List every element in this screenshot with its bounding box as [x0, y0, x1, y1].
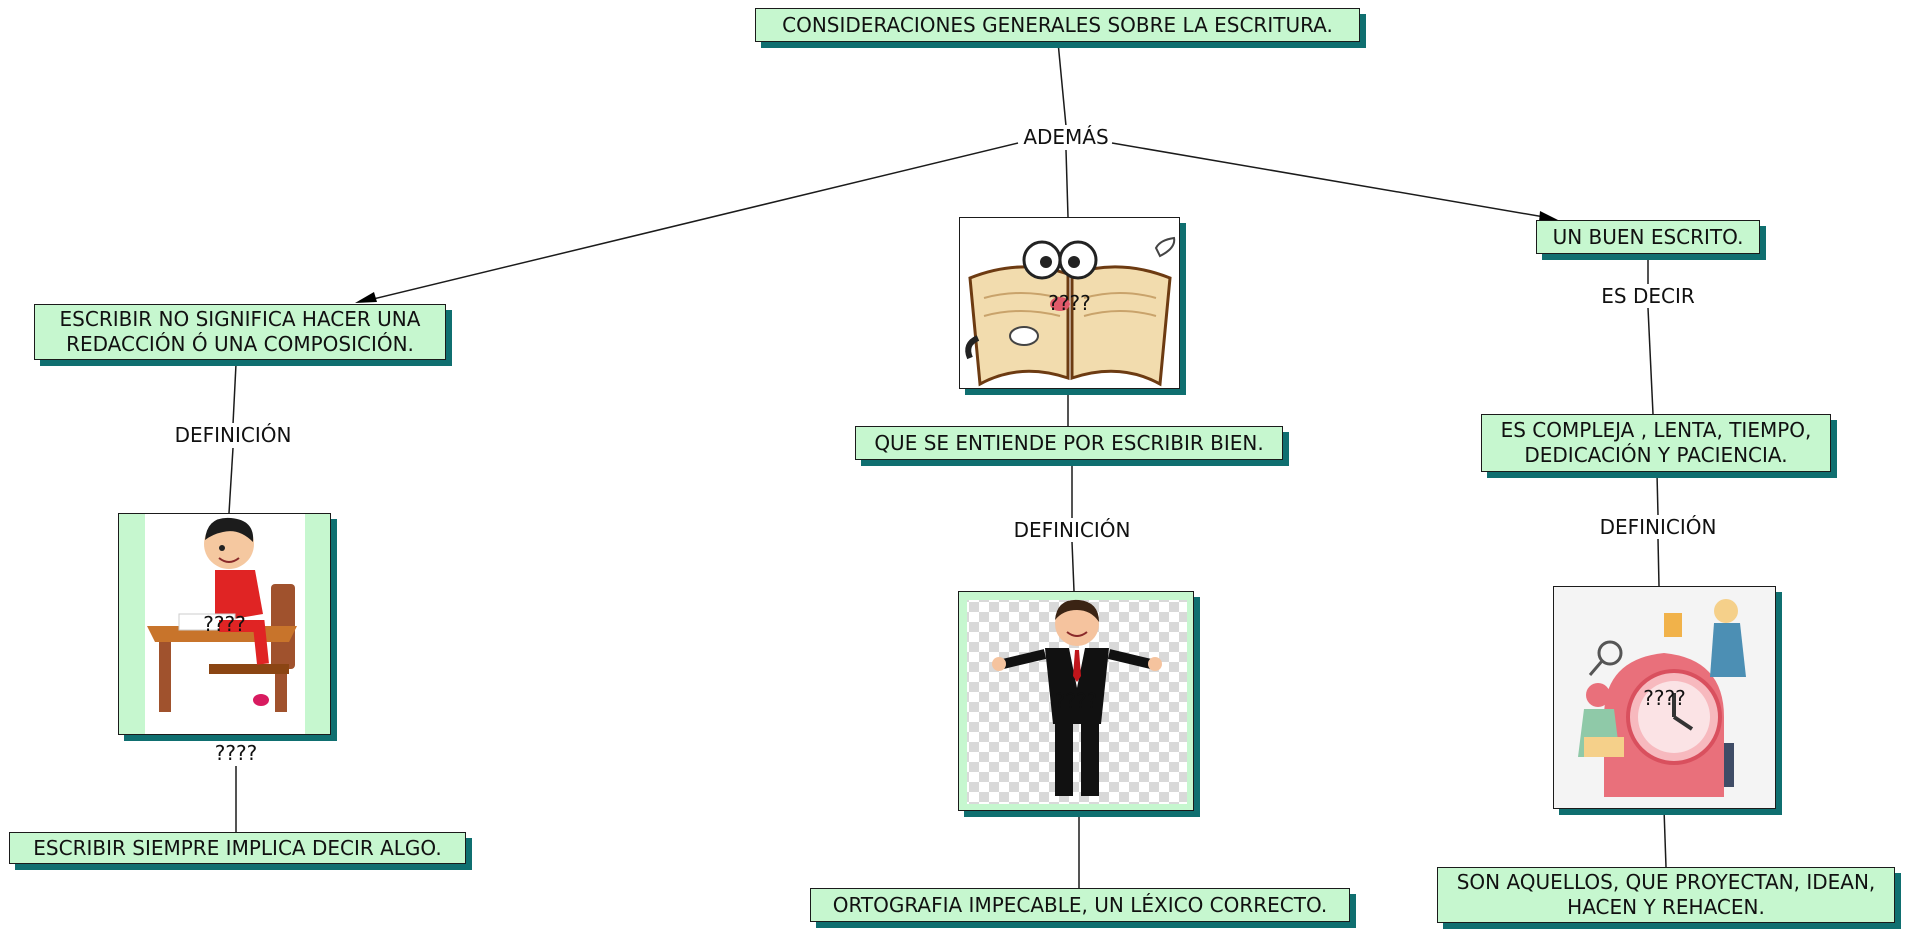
node-center-bottom[interactable]: ORTOGRAFIA IMPECABLE, UN LÉXICO CORRECTO… — [810, 888, 1350, 922]
link-root-ademas — [1057, 41, 1067, 127]
root-node[interactable]: CONSIDERACIONES GENERALES SOBRE LA ESCRI… — [755, 8, 1360, 42]
clock-caption: ???? — [1643, 685, 1686, 710]
label-es-decir: ES DECIR — [1598, 284, 1698, 308]
child-caption: ???? — [203, 612, 246, 636]
node-left-bottom[interactable]: ESCRIBIR SIEMPRE IMPLICA DECIR ALGO. — [9, 832, 466, 864]
node-right-bottom[interactable]: SON AQUELLOS, QUE PROYECTAN, IDEAN, HACE… — [1437, 867, 1895, 923]
link-def-man — [1071, 541, 1075, 592]
link-clock-bottom — [1663, 808, 1667, 868]
label-question-left: ???? — [211, 741, 261, 765]
link-def-clock — [1657, 538, 1660, 587]
image-node-clock[interactable]: ???? — [1553, 586, 1776, 809]
node-right-main[interactable]: UN BUEN ESCRITO. — [1536, 220, 1760, 254]
node-left-main[interactable]: ESCRIBIR NO SIGNIFICA HACER UNA REDACCIÓ… — [34, 304, 446, 360]
people-clock-icon — [1554, 587, 1775, 808]
label-ademas: ADEMÁS — [1020, 125, 1112, 149]
man-caption: ???? — [1054, 689, 1098, 713]
label-definition-right: DEFINICIÓN — [1596, 515, 1720, 539]
businessman-icon — [967, 599, 1187, 804]
image-node-child[interactable]: ???? — [118, 513, 331, 735]
node-right-mid[interactable]: ES COMPLEJA , LENTA, TIEMPO, DEDICACIÓN … — [1481, 414, 1831, 472]
link-mid-def — [1656, 473, 1659, 516]
image-node-book[interactable]: ???? — [959, 217, 1180, 389]
link-left-def — [232, 363, 237, 425]
link-esdecir-mid — [1647, 307, 1654, 415]
arrowhead-right — [1539, 211, 1558, 222]
link-ademas-right — [1111, 142, 1551, 219]
book-caption: ???? — [1048, 291, 1091, 315]
label-definition-left: DEFINICIÓN — [171, 423, 295, 447]
label-definition-center: DEFINICIÓN — [1010, 518, 1134, 542]
link-ademas-center — [1065, 149, 1069, 218]
link-def-child — [228, 447, 234, 514]
node-center-main[interactable]: QUE SE ENTIENDE POR ESCRIBIR BIEN. — [855, 426, 1283, 460]
child-writing-icon — [145, 514, 305, 734]
link-ademas-left — [364, 142, 1019, 302]
image-node-man[interactable]: ???? — [958, 591, 1194, 811]
cartoon-book-icon — [960, 218, 1179, 388]
arrowhead-left — [355, 292, 377, 303]
